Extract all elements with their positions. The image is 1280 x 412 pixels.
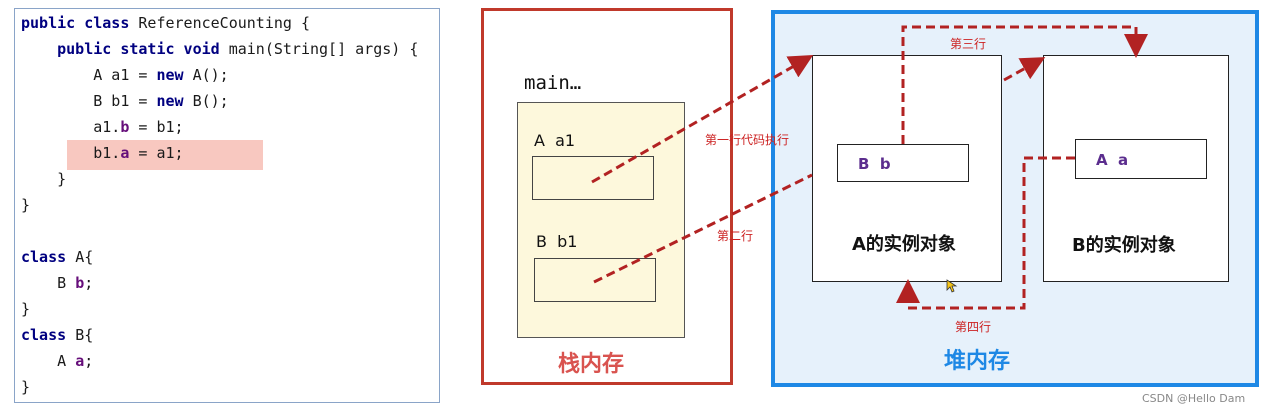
code-line-4: B b1 = new B(); — [21, 92, 229, 110]
field-b-box — [837, 144, 969, 182]
code-line-1: public class ReferenceCounting { — [21, 14, 310, 32]
arrow-line2 — [593, 173, 813, 284]
code-panel: public class ReferenceCounting { public … — [14, 8, 440, 403]
field-a-label: A a — [1096, 151, 1129, 169]
code-line-10: class A{ — [21, 248, 94, 266]
arrow-line4 — [896, 156, 1075, 310]
object-b-label: B的实例对象 — [1072, 235, 1176, 256]
field-b-label: B b — [858, 155, 891, 173]
main-frame-label: main… — [524, 72, 582, 94]
stack-memory-title: 栈内存 — [558, 352, 625, 377]
code-line-13: class B{ — [21, 326, 94, 344]
watermark: CSDN @Hello Dam — [1142, 392, 1246, 405]
arrow-line3 — [901, 25, 1148, 144]
code-line-8: } — [21, 196, 31, 214]
arrow-label-line3: 第三行 — [950, 37, 987, 51]
arrow-label-line2: 第二行 — [717, 229, 754, 243]
code-line-6: b1.a = a1; — [21, 144, 184, 162]
arrow-label-line4: 第四行 — [955, 320, 992, 334]
code-line-7: } — [21, 170, 67, 188]
field-a-box — [1075, 139, 1207, 179]
code-line-3: A a1 = new A(); — [21, 66, 229, 84]
arrow-label-line1: 第一行代码执行 — [705, 133, 790, 147]
mouse-cursor-icon — [946, 279, 958, 293]
code-line-12: } — [21, 300, 31, 318]
highlighted-line — [67, 140, 263, 170]
var-a1-box — [532, 156, 654, 200]
heap-memory-title: 堆内存 — [944, 349, 1011, 374]
arrow-line1 — [591, 55, 814, 184]
code-line-15: } — [21, 378, 31, 396]
object-a-label: A的实例对象 — [852, 234, 956, 255]
code-line-11: B b; — [21, 274, 94, 292]
var-a1-label: A a1 — [534, 131, 576, 150]
code-line-5: a1.b = b1; — [21, 118, 184, 136]
code-line-2: public static void main(String[] args) { — [21, 40, 419, 58]
arrow-line2b — [1003, 57, 1046, 82]
code-line-14: A a; — [21, 352, 94, 370]
var-b1-label: B b1 — [536, 232, 578, 251]
